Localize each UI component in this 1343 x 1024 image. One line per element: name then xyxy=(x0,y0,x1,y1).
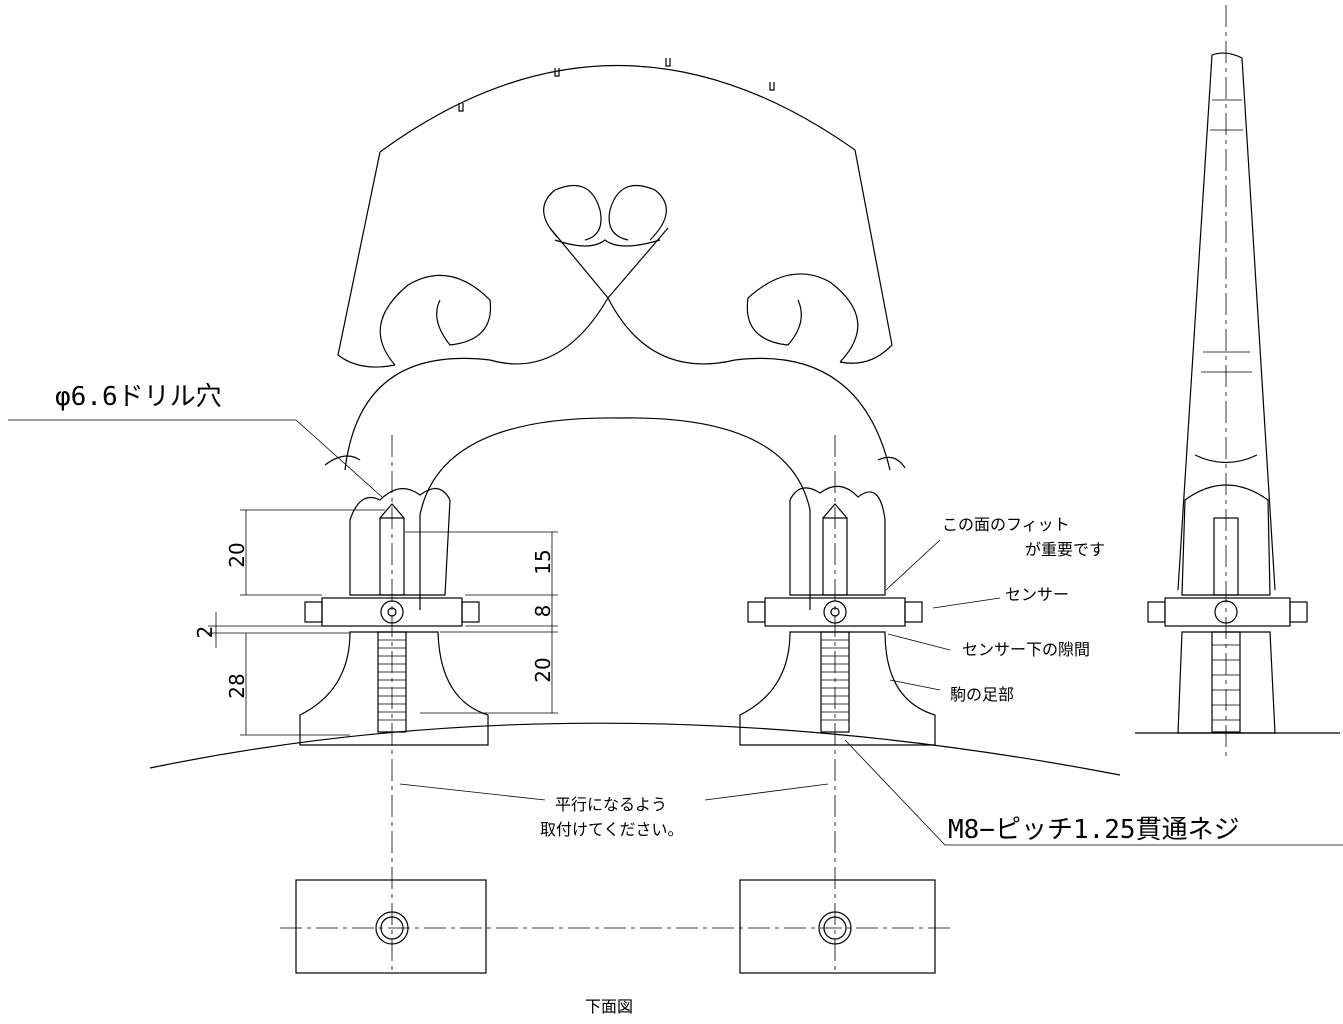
dim-left-gap: 2 xyxy=(193,626,217,639)
drill-hole-label: φ6.6ドリル穴 xyxy=(55,382,222,412)
dim-center-lower: 20 xyxy=(531,657,555,682)
side-view xyxy=(1135,52,1340,734)
parallel-label-1: 平行になるよう xyxy=(555,795,667,814)
bottom-view-title: 下面図 xyxy=(585,997,633,1016)
parallel-label-2: 取付けてください。 xyxy=(540,820,684,839)
instrument-top-curve xyxy=(149,722,1121,776)
face-fit-label-2: が重要です xyxy=(1025,540,1105,559)
leader-lines xyxy=(8,419,1343,846)
left-foot xyxy=(299,488,489,746)
sensor-label: センサー xyxy=(1005,585,1069,604)
gap-label: センサー下の隙間 xyxy=(962,640,1090,659)
face-fit-label-1: この面のフィット xyxy=(942,515,1070,534)
bridge-outline xyxy=(324,58,906,610)
dim-hole-depth: 15 xyxy=(531,549,555,574)
dim-left-upper: 20 xyxy=(225,542,249,567)
center-lines xyxy=(280,5,1227,975)
threaded-rod-label: M8−ピッチ1.25貫通ネジ xyxy=(948,815,1240,845)
bottom-view xyxy=(295,879,936,974)
dim-left-lower: 28 xyxy=(225,673,249,698)
dim-sensor: 8 xyxy=(531,605,555,618)
dimension-lines xyxy=(208,509,558,736)
foot-label: 駒の足部 xyxy=(950,685,1014,704)
